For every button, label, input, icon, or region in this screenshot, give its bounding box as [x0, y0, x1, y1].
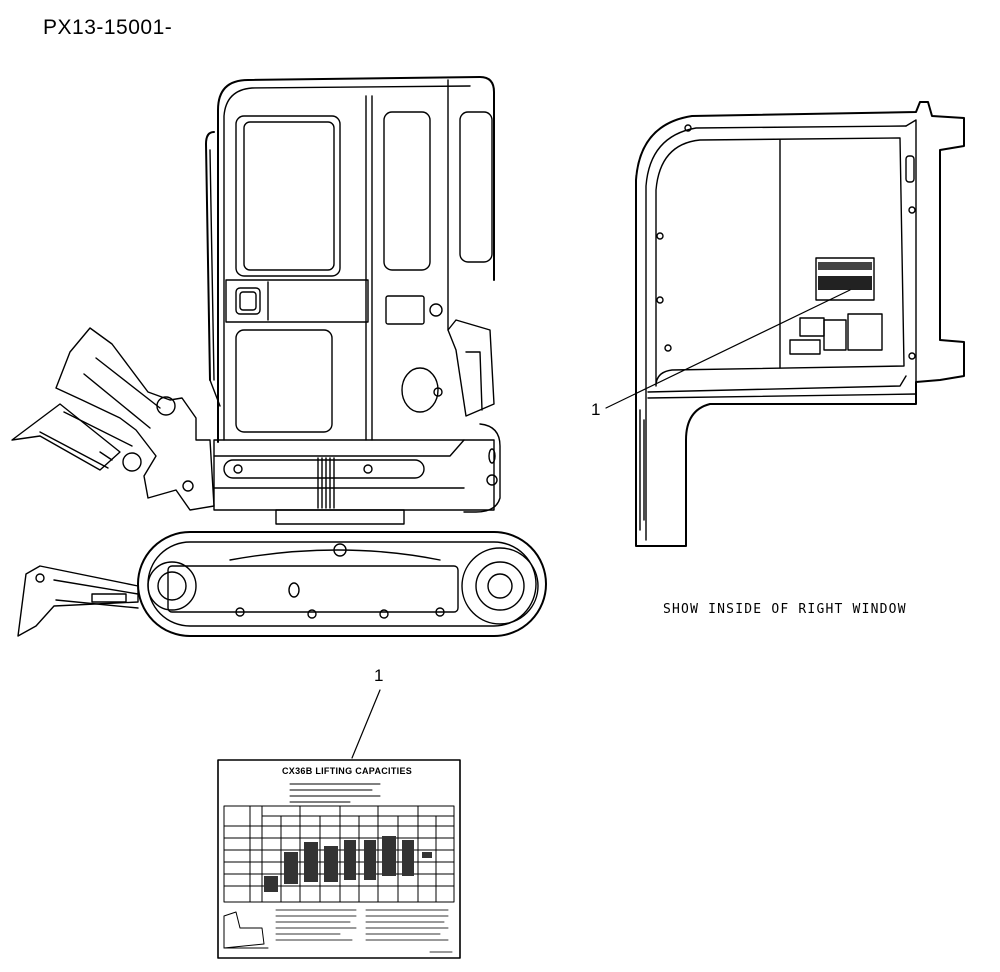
callout-number-label: 1 — [374, 666, 384, 685]
callout-number-cab: 1 — [591, 400, 601, 419]
excavator-side-view — [11, 76, 547, 637]
cab-inside-view — [605, 101, 965, 547]
view-caption: SHOW INSIDE OF RIGHT WINDOW — [663, 602, 907, 617]
lifting-capacity-decal — [217, 759, 461, 959]
part-code: PX13-15001- — [43, 16, 173, 39]
decal-title: CX36B LIFTING CAPACITIES — [282, 766, 413, 776]
